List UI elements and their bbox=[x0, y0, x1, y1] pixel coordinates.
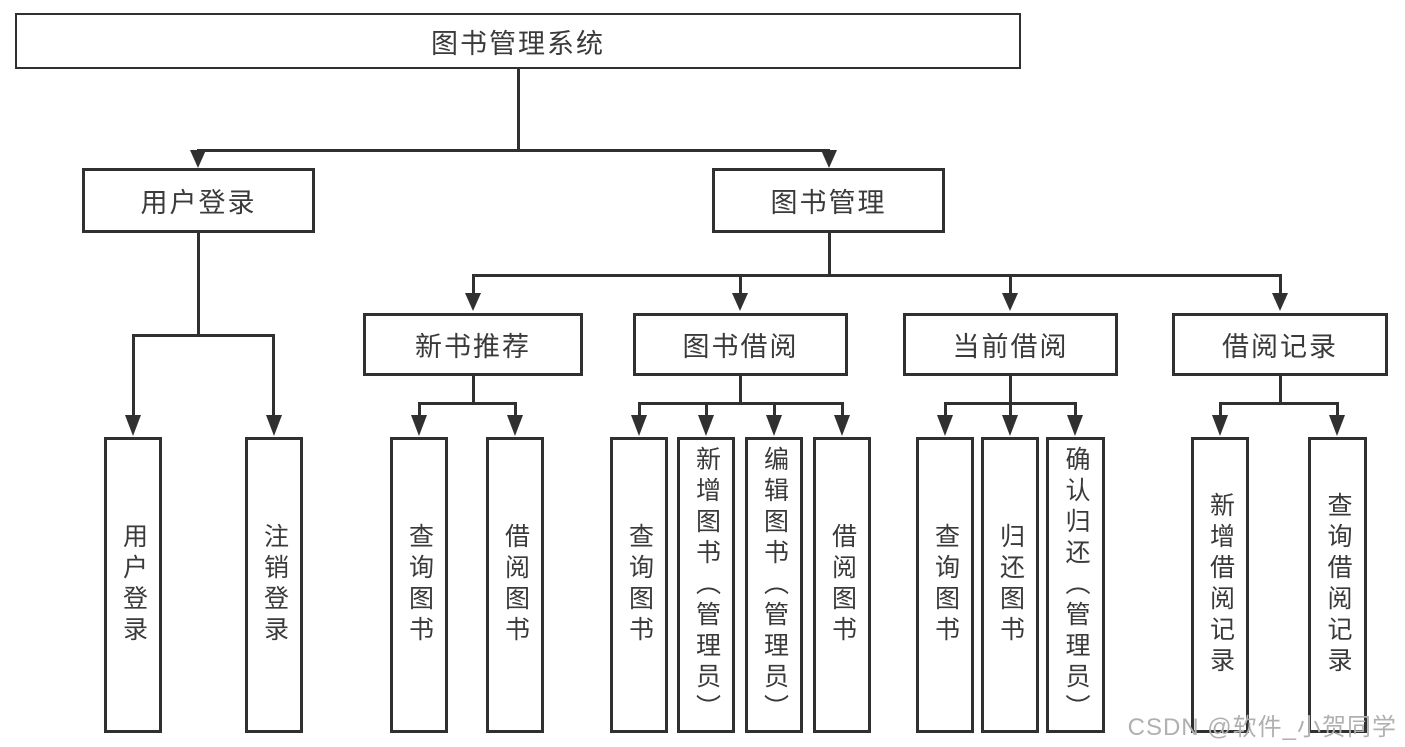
connector-line bbox=[472, 376, 475, 405]
leaf-borrow-books-label: 借阅图书 bbox=[828, 523, 857, 647]
node-root: 图书管理系统 bbox=[15, 13, 1021, 69]
arrowhead-icon bbox=[411, 415, 427, 436]
leaf-add-borrow-record: 新增借阅记录 bbox=[1191, 437, 1249, 733]
node-current-borrow: 当前借阅 bbox=[903, 313, 1118, 376]
connector-line bbox=[1336, 403, 1339, 419]
leaf-borrow-books-recommend: 借阅图书 bbox=[486, 437, 544, 733]
leaf-query-books-recommend: 查询图书 bbox=[390, 437, 448, 733]
connector-line bbox=[418, 402, 517, 405]
connector-line bbox=[1279, 275, 1282, 295]
leaf-query-books-borrow-label: 查询图书 bbox=[625, 523, 654, 647]
arrowhead-icon bbox=[631, 415, 647, 436]
leaf-return-book: 归还图书 bbox=[981, 437, 1039, 733]
leaf-add-book-admin-label: 新增图书（管理员） bbox=[692, 445, 721, 725]
connector-line bbox=[841, 403, 844, 419]
connector-line bbox=[1219, 403, 1222, 419]
connector-line bbox=[739, 376, 742, 405]
leaf-borrow-books-recommend-label: 借阅图书 bbox=[501, 523, 530, 647]
connector-line bbox=[418, 403, 421, 419]
arrowhead-icon bbox=[834, 415, 850, 436]
node-borrow-records-label: 借阅记录 bbox=[1222, 332, 1338, 362]
leaf-user-login-label: 用户登录 bbox=[119, 523, 148, 647]
connector-line bbox=[638, 403, 641, 419]
leaf-edit-book-admin: 编辑图书（管理员） bbox=[745, 437, 803, 733]
watermark: CSDN @软件_小贺同学 bbox=[1127, 714, 1397, 741]
leaf-add-book-admin: 新增图书（管理员） bbox=[677, 437, 735, 733]
leaf-return-book-label: 归还图书 bbox=[996, 523, 1025, 647]
connector-line bbox=[1009, 275, 1012, 295]
node-book-management-label: 图书管理 bbox=[770, 188, 887, 218]
connector-line bbox=[1219, 402, 1339, 405]
connector-line bbox=[472, 274, 1282, 277]
connector-line bbox=[272, 335, 275, 417]
node-user-login-label: 用户登录 bbox=[140, 188, 257, 218]
arrowhead-icon bbox=[1002, 293, 1018, 311]
leaf-query-books-borrow: 查询图书 bbox=[610, 437, 668, 733]
arrowhead-icon bbox=[190, 150, 206, 168]
leaf-query-borrow-record: 查询借阅记录 bbox=[1308, 437, 1367, 733]
node-book-borrow: 图书借阅 bbox=[633, 313, 848, 376]
arrowhead-icon bbox=[1002, 415, 1018, 436]
connector-line bbox=[705, 403, 708, 419]
connector-line bbox=[514, 403, 517, 419]
leaf-borrow-books: 借阅图书 bbox=[813, 437, 871, 733]
connector-line bbox=[1074, 403, 1077, 419]
node-borrow-records: 借阅记录 bbox=[1172, 313, 1388, 376]
node-new-book-recommend-label: 新书推荐 bbox=[415, 332, 531, 362]
arrowhead-icon bbox=[465, 293, 481, 311]
connector-line bbox=[517, 69, 520, 152]
arrowhead-icon bbox=[821, 150, 837, 168]
connector-line bbox=[638, 402, 844, 405]
node-book-borrow-label: 图书借阅 bbox=[682, 332, 799, 362]
leaf-logout: 注销登录 bbox=[245, 437, 303, 733]
connector-line bbox=[197, 149, 830, 152]
connector-line bbox=[132, 334, 275, 337]
leaf-edit-book-admin-label: 编辑图书（管理员） bbox=[760, 445, 789, 725]
arrowhead-icon bbox=[266, 415, 282, 436]
connector-line bbox=[773, 403, 776, 419]
connector-line bbox=[828, 233, 831, 277]
connector-line bbox=[944, 403, 947, 419]
leaf-logout-label: 注销登录 bbox=[260, 523, 289, 647]
leaf-confirm-return-admin-label: 确认归还（管理员） bbox=[1062, 445, 1090, 725]
arrowhead-icon bbox=[1272, 293, 1288, 311]
arrowhead-icon bbox=[732, 293, 748, 311]
leaf-user-login: 用户登录 bbox=[104, 437, 162, 733]
node-user-login: 用户登录 bbox=[82, 168, 315, 233]
node-current-borrow-label: 当前借阅 bbox=[952, 332, 1069, 362]
arrowhead-icon bbox=[1067, 415, 1083, 436]
leaf-confirm-return-admin: 确认归还（管理员） bbox=[1046, 437, 1105, 733]
arrowhead-icon bbox=[1212, 415, 1228, 436]
connector-line bbox=[1009, 376, 1012, 405]
leaf-query-books-current-label: 查询图书 bbox=[931, 523, 960, 647]
leaf-query-books-current: 查询图书 bbox=[916, 437, 974, 733]
arrowhead-icon bbox=[507, 415, 523, 436]
arrowhead-icon bbox=[1329, 415, 1345, 436]
arrowhead-icon bbox=[937, 415, 953, 436]
node-root-label: 图书管理系统 bbox=[431, 28, 605, 59]
node-book-management: 图书管理 bbox=[712, 168, 945, 233]
connector-line bbox=[1009, 403, 1012, 419]
connector-line bbox=[132, 335, 135, 417]
arrowhead-icon bbox=[766, 415, 782, 436]
connector-line bbox=[472, 275, 475, 295]
leaf-query-borrow-record-label: 查询借阅记录 bbox=[1324, 492, 1352, 678]
connector-line bbox=[1279, 376, 1282, 405]
connector-line bbox=[197, 233, 200, 336]
leaf-add-borrow-record-label: 新增借阅记录 bbox=[1206, 492, 1235, 678]
arrowhead-icon bbox=[125, 415, 141, 436]
leaf-query-books-recommend-label: 查询图书 bbox=[405, 523, 434, 647]
connector-line bbox=[739, 275, 742, 295]
node-new-book-recommend: 新书推荐 bbox=[363, 313, 583, 376]
arrowhead-icon bbox=[698, 415, 714, 436]
